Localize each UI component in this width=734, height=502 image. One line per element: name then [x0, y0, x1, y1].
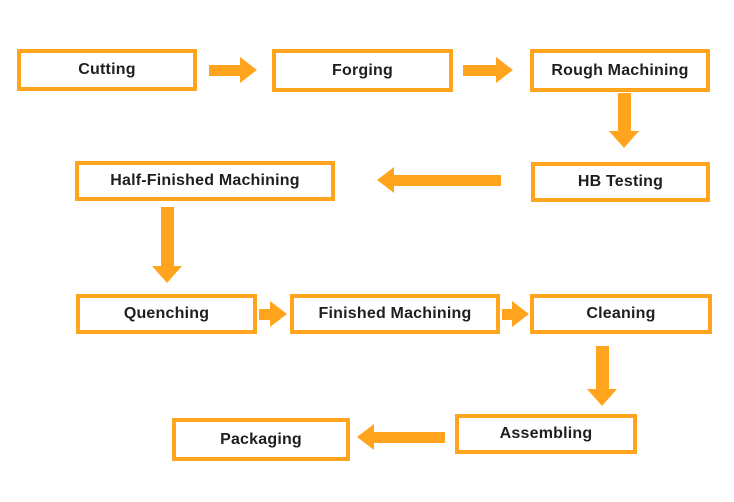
node-packaging: Packaging [172, 418, 350, 461]
node-rough-machining-label: Rough Machining [551, 61, 689, 79]
arrow-assembling-to-packaging [357, 424, 445, 450]
arrow-shaft [374, 431, 445, 443]
arrow-half-finished-machining-to-quenching [151, 207, 183, 283]
arrow-right-icon [496, 57, 513, 83]
arrow-cutting-to-forging [209, 57, 257, 83]
arrow-shaft [617, 93, 631, 131]
arrow-cleaning-to-assembling [586, 346, 618, 406]
node-half-finished-machining-label: Half-Finished Machining [110, 172, 300, 189]
node-half-finished-machining: Half-Finished Machining [75, 161, 335, 201]
node-hb-testing-label: HB Testing [577, 173, 664, 190]
arrow-shaft [160, 207, 174, 266]
arrow-down-icon [587, 389, 617, 406]
node-assembling-label: Assembling [499, 425, 593, 442]
arrow-shaft [259, 308, 270, 320]
node-forging-label: Forging [332, 61, 393, 79]
node-finished-machining-label: Finished Machining [318, 305, 472, 322]
node-packaging-label: Packaging [220, 430, 302, 448]
arrow-shaft [394, 174, 501, 186]
node-cutting: Cutting [17, 49, 197, 91]
arrow-hb-testing-to-half-finished-machining [377, 167, 501, 193]
arrow-forging-to-rough-machining [463, 57, 513, 83]
arrow-quenching-to-finished-machining [259, 301, 287, 327]
arrow-right-icon [240, 57, 257, 83]
node-finished-machining: Finished Machining [290, 294, 500, 334]
node-forging: Forging [272, 49, 453, 92]
arrow-rough-machining-to-hb-testing [608, 93, 640, 148]
arrow-shaft [463, 64, 496, 76]
arrow-shaft [209, 64, 240, 76]
arrow-shaft [502, 308, 512, 320]
arrow-right-icon [512, 301, 529, 327]
node-assembling: Assembling [455, 414, 637, 454]
node-rough-machining: Rough Machining [530, 49, 710, 92]
node-cleaning: Cleaning [530, 294, 712, 334]
node-hb-testing: HB Testing [531, 162, 710, 202]
node-cutting-label: Cutting [78, 61, 136, 78]
node-quenching: Quenching [76, 294, 257, 334]
arrow-down-icon [609, 131, 639, 148]
node-quenching-label: Quenching [123, 305, 210, 322]
arrow-right-icon [270, 301, 287, 327]
arrow-finished-machining-to-cleaning [502, 301, 529, 327]
arrow-down-icon [152, 266, 182, 283]
node-cleaning-label: Cleaning [586, 305, 656, 322]
arrow-shaft [595, 346, 609, 389]
arrow-left-icon [357, 424, 374, 450]
arrow-left-icon [377, 167, 394, 193]
